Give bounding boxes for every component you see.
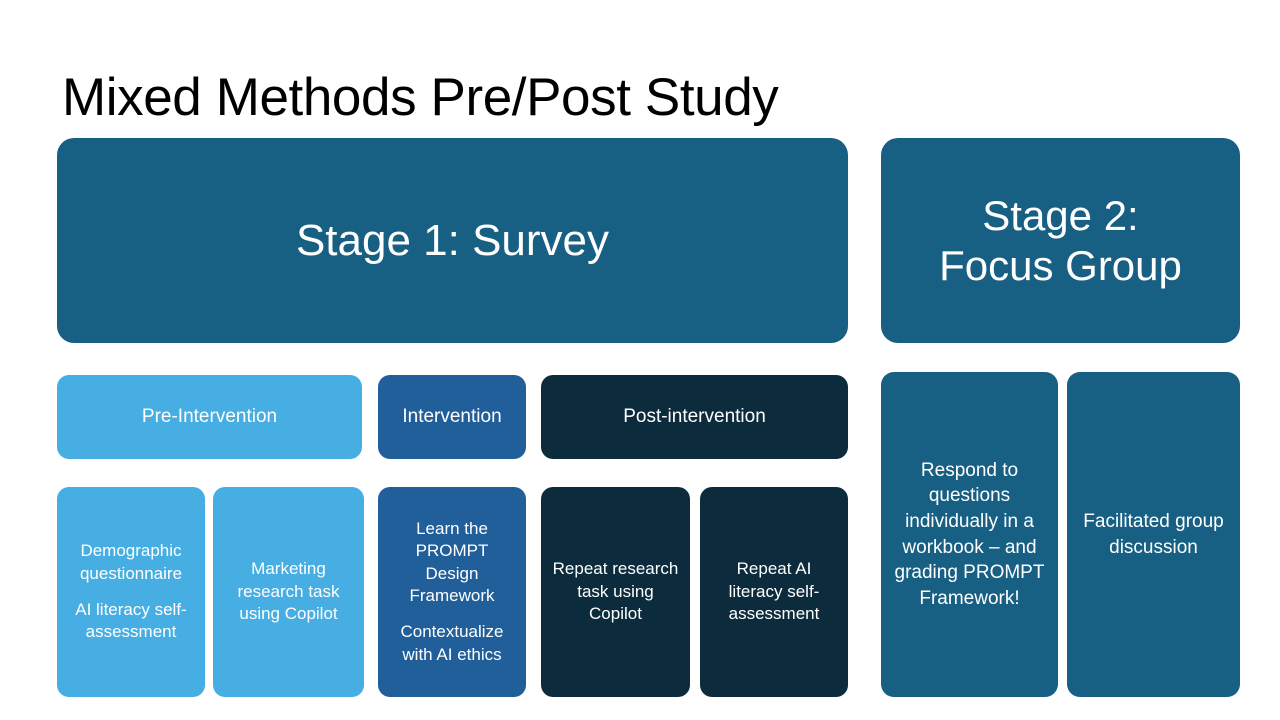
phase-label: Post-intervention: [623, 406, 766, 427]
detail-text: Marketing research task using Copilot: [237, 559, 340, 624]
detail-text: Learn the PROMPT Design Framework: [409, 518, 495, 605]
stage-2-label-line-1: Stage 2:: [982, 191, 1139, 239]
phase-label: Intervention: [402, 406, 502, 427]
detail-card-demographic: Demographic questionnaire AI literacy se…: [57, 487, 205, 697]
detail-text: AI literacy self-assessment: [75, 600, 187, 642]
phase-pre-intervention: Pre-Intervention: [57, 375, 362, 459]
stage-1-label: Stage 1: Survey: [295, 215, 610, 265]
page-title: Mixed Methods Pre/Post Study: [62, 68, 779, 128]
phase-label: Pre-Intervention: [141, 406, 278, 427]
detail-text: Contextualize with AI ethics: [400, 622, 504, 664]
focus-card-text: Facilitated group discussion: [1083, 510, 1224, 558]
phase-post-intervention: Post-intervention: [541, 375, 848, 459]
focus-card-workbook-response: Respond to questions individually in a w…: [881, 372, 1058, 697]
detail-card-prompt-framework: Learn the PROMPT Design Framework Contex…: [378, 487, 526, 697]
focus-card-text: Respond to questions individually in a w…: [894, 459, 1045, 609]
detail-card-repeat-ai-literacy: Repeat AI literacy self-assessment: [700, 487, 848, 697]
detail-text: Demographic questionnaire: [79, 541, 183, 583]
stage-2-banner: Stage 2: Focus Group: [881, 138, 1240, 343]
detail-card-marketing-task: Marketing research task using Copilot: [213, 487, 364, 697]
phase-intervention: Intervention: [378, 375, 526, 459]
detail-text: Repeat research task using Copilot: [552, 559, 679, 624]
focus-card-group-discussion: Facilitated group discussion: [1067, 372, 1240, 697]
stage-1-banner: Stage 1: Survey: [57, 138, 848, 343]
detail-card-repeat-research-task: Repeat research task using Copilot: [541, 487, 690, 697]
stage-2-label-line-2: Focus Group: [939, 241, 1182, 289]
detail-text: Repeat AI literacy self-assessment: [728, 559, 820, 624]
